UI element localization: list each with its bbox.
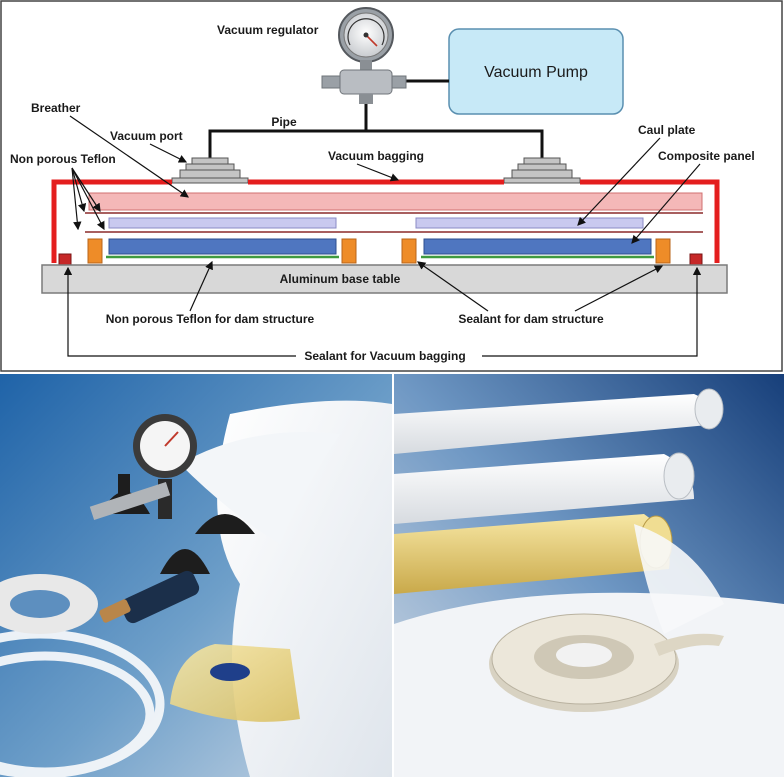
composite-panel-right xyxy=(424,239,651,254)
blue-plug xyxy=(210,663,250,681)
aluminum-base-table-label: Aluminum base table xyxy=(280,272,401,286)
vacuum-bagging-schematic: Vacuum Pump Vacuum regulator xyxy=(0,0,784,372)
dam-sealant-label: Sealant for dam structure xyxy=(458,312,604,326)
vacuum-bagging-materials-photo xyxy=(0,374,392,777)
vacuum-port-label: Vacuum port xyxy=(110,129,183,143)
bag-sealant-left xyxy=(59,254,71,265)
pipe-label: Pipe xyxy=(271,115,297,129)
breather-layer xyxy=(89,193,702,210)
bag-sealant-right xyxy=(690,254,702,265)
composite-panel-left xyxy=(109,239,336,254)
caul-plate-label: Caul plate xyxy=(638,123,696,137)
vacuum-regulator-label: Vacuum regulator xyxy=(217,23,319,37)
vacuum-pump-label: Vacuum Pump xyxy=(484,64,588,81)
breather-label: Breather xyxy=(31,101,81,115)
caul-plate-left xyxy=(109,218,336,228)
bag-sealant-label: Sealant for Vacuum bagging xyxy=(304,349,465,363)
composite-panel-label: Composite panel xyxy=(658,149,755,163)
vacuum-bagging-label: Vacuum bagging xyxy=(328,149,424,163)
dam-teflon-label: Non porous Teflon for dam structure xyxy=(106,312,315,326)
caul-plate-right xyxy=(416,218,643,228)
film-rolls-and-sealant-photo xyxy=(394,374,784,777)
non-porous-teflon-label: Non porous Teflon xyxy=(10,152,116,166)
